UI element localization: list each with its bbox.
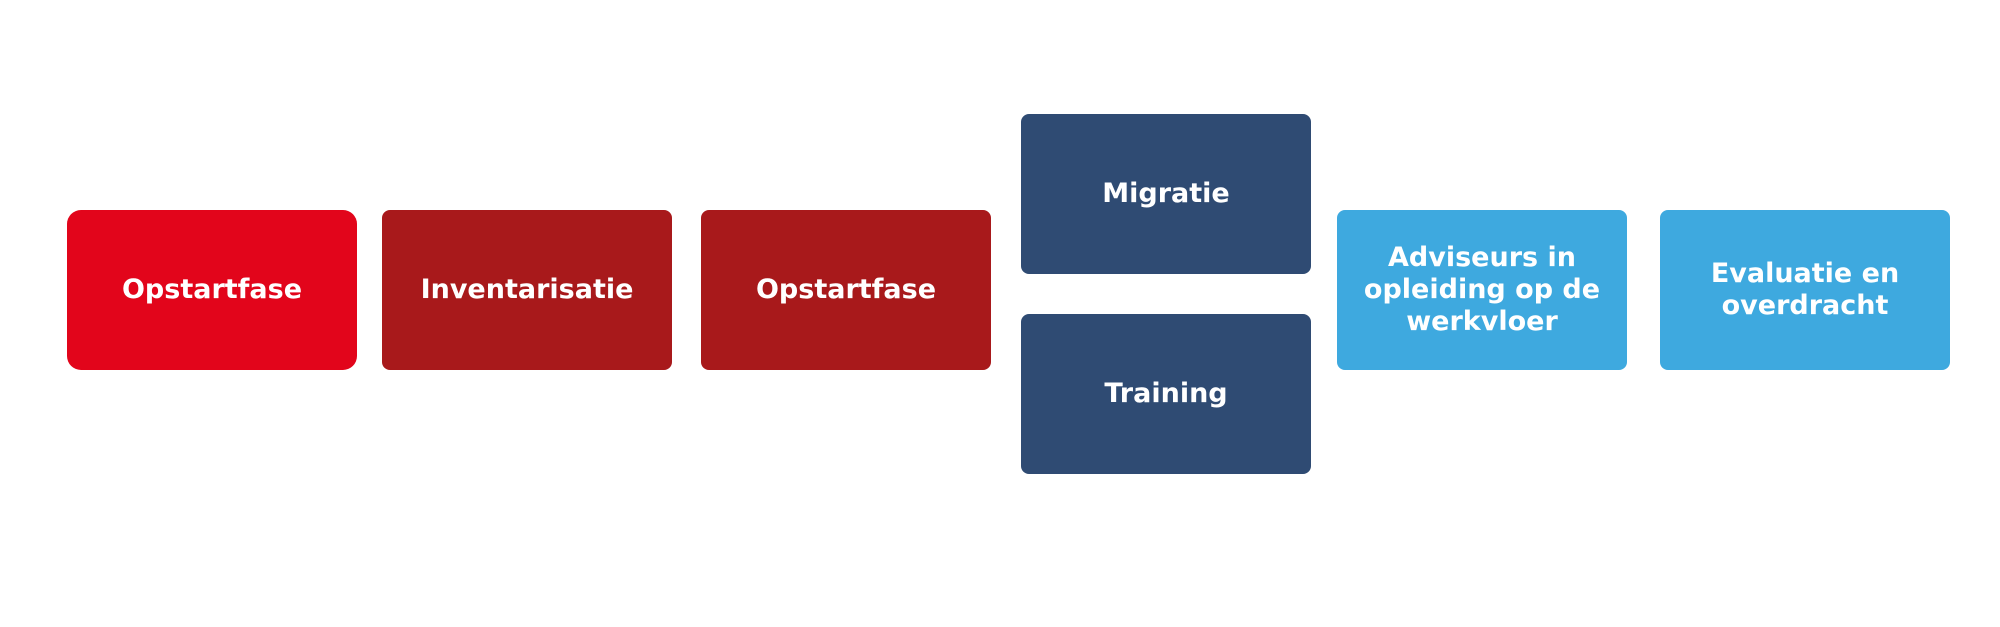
step-label: Training: [1104, 378, 1228, 409]
step-evaluatie-en-overdracht: Evaluatie en overdracht: [1660, 210, 1950, 370]
step-label: Evaluatie en overdracht: [1710, 258, 1900, 321]
step-inventarisatie: Inventarisatie: [382, 210, 672, 370]
step-label: Opstartfase: [755, 274, 937, 305]
step-label: Migratie: [1102, 178, 1230, 209]
step-label: Adviseurs in opleiding op de werkvloer: [1363, 242, 1601, 337]
step-training: Training: [1021, 314, 1311, 474]
step-opstartfase-1: Opstartfase: [67, 210, 357, 370]
step-label: Inventarisatie: [420, 274, 634, 305]
step-label: Opstartfase: [121, 274, 303, 305]
step-migratie: Migratie: [1021, 114, 1311, 274]
step-adviseurs-in-opleiding: Adviseurs in opleiding op de werkvloer: [1337, 210, 1627, 370]
step-opstartfase-2: Opstartfase: [701, 210, 991, 370]
